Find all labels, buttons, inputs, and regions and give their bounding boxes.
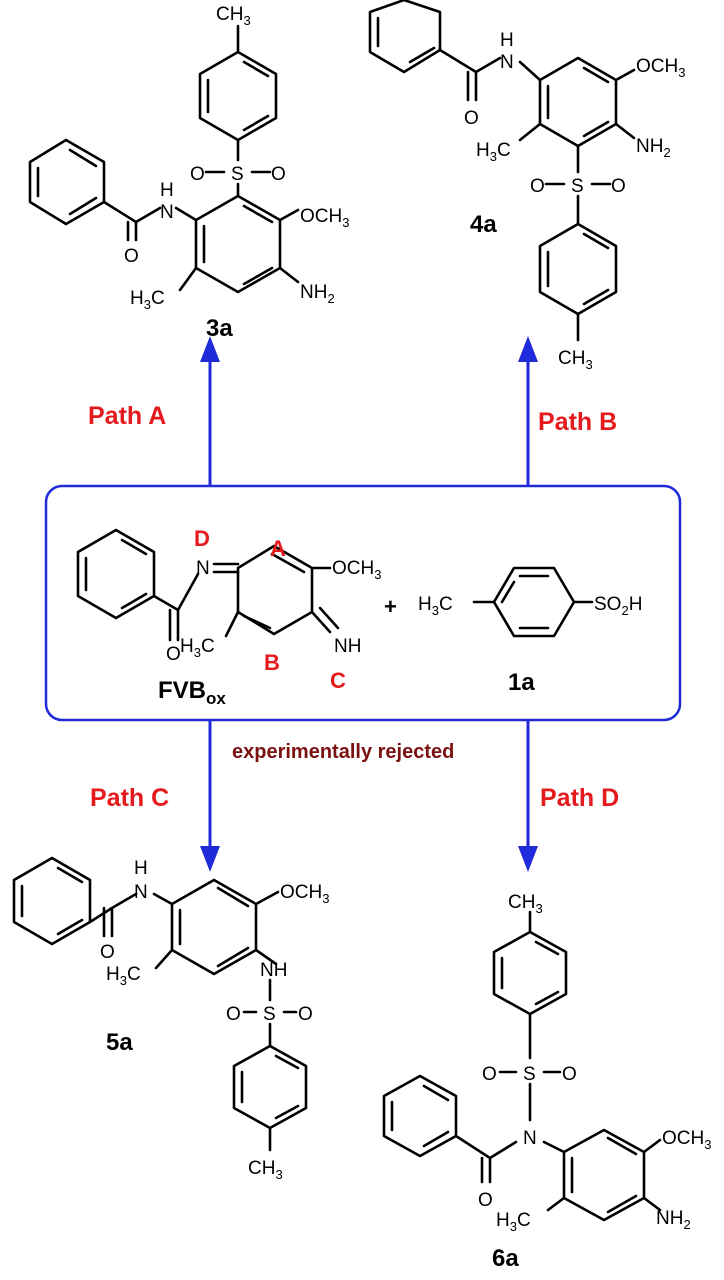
atom-h: H xyxy=(160,180,174,201)
rejected-note: experimentally rejected xyxy=(232,741,454,763)
atom-nh2: NH2 xyxy=(656,1208,691,1232)
atom-o: O xyxy=(166,644,181,665)
compound-5a-structure xyxy=(12,856,308,1152)
atom-ch3: CH3 xyxy=(216,4,251,28)
atom-o: O xyxy=(298,1004,313,1025)
atom-och3: OCH3 xyxy=(332,558,381,582)
atom-h3c: H3C xyxy=(180,636,215,660)
atom-h3c: H3C xyxy=(130,288,165,312)
atom-h3c: H3C xyxy=(106,964,141,988)
atom-och3: OCH3 xyxy=(300,206,349,230)
atom-s: S xyxy=(571,176,584,197)
atom-o: O xyxy=(190,164,205,185)
site-a-label: A xyxy=(270,536,286,561)
path-a-label: Path A xyxy=(88,402,166,430)
compound-label-4a: 4a xyxy=(470,211,497,238)
arrow-up-icon xyxy=(200,336,220,362)
atom-n: N xyxy=(523,1128,537,1149)
atom-s: S xyxy=(263,1004,276,1025)
atom-ch3: CH3 xyxy=(558,348,593,372)
atom-och3: OCH3 xyxy=(662,1128,711,1152)
arrow-up-icon xyxy=(518,336,538,362)
atom-o: O xyxy=(100,942,115,963)
atom-ch3: CH3 xyxy=(508,892,543,916)
atom-o: O xyxy=(482,1064,497,1085)
atom-o: O xyxy=(464,108,479,129)
atom-o: O xyxy=(478,1190,493,1211)
atom-n: N xyxy=(196,558,210,579)
atom-o: O xyxy=(226,1004,241,1025)
compound-label-5a: 5a xyxy=(106,1029,133,1056)
atom-n: N xyxy=(160,202,174,223)
path-b-label: Path B xyxy=(538,408,617,436)
atom-ch3: CH3 xyxy=(248,1158,283,1182)
compound-label-fvbox: FVBox xyxy=(158,677,226,708)
atom-och3: OCH3 xyxy=(280,882,329,906)
atom-o: O xyxy=(562,1064,577,1085)
compound-1a-structure xyxy=(472,566,594,638)
atom-so2h: SO2H xyxy=(594,594,642,618)
arrow-down-icon xyxy=(200,846,220,872)
atom-och3: OCH3 xyxy=(636,56,685,80)
site-b-label: B xyxy=(264,650,280,675)
atom-nh2: NH2 xyxy=(300,282,335,306)
compound-label-6a: 6a xyxy=(492,1245,519,1272)
atom-n: N xyxy=(500,52,514,73)
plus-sign: + xyxy=(384,594,397,619)
atom-o: O xyxy=(271,164,286,185)
atom-s: S xyxy=(231,164,244,185)
atom-o: O xyxy=(124,246,139,267)
atom-o: O xyxy=(530,176,545,197)
site-d-label: D xyxy=(194,526,210,551)
atom-h3c: H3C xyxy=(418,594,453,618)
atom-s: S xyxy=(523,1064,536,1085)
atom-o: O xyxy=(611,176,626,197)
atom-h3c: H3C xyxy=(476,140,511,164)
reactants-box xyxy=(44,484,682,722)
compound-fvbox-structure xyxy=(76,528,340,642)
atom-n: N xyxy=(134,882,148,903)
path-d-label: Path D xyxy=(540,784,619,812)
compound-4a-structure xyxy=(368,0,636,342)
atom-nh: NH xyxy=(334,636,361,657)
path-c-label: Path C xyxy=(90,784,169,812)
atom-h: H xyxy=(500,30,514,51)
atom-h: H xyxy=(134,858,148,879)
arrow-down-icon xyxy=(518,846,538,872)
site-c-label: C xyxy=(330,668,346,693)
compound-label-1a: 1a xyxy=(508,669,535,696)
atom-nh: NH xyxy=(260,960,287,981)
compound-3a-structure xyxy=(28,24,300,294)
atom-h3c: H3C xyxy=(496,1210,531,1234)
compound-6a-structure xyxy=(382,910,662,1222)
atom-nh2: NH2 xyxy=(636,136,671,160)
